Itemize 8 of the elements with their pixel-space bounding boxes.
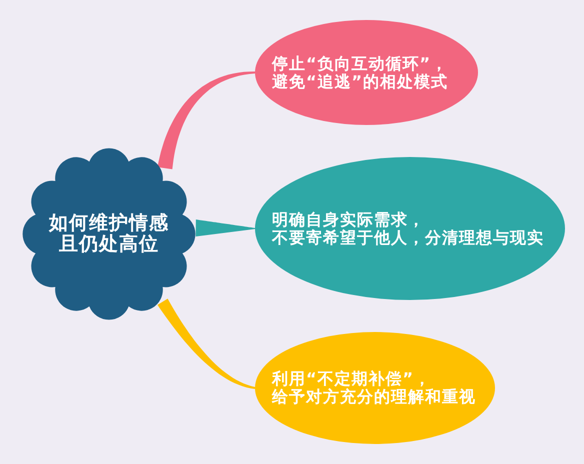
branch-connector [158,298,256,389]
node-text: 明确自身实际需求，不要寄希望于他人，分清理想与现实 [272,210,544,246]
node-text: 停止“负向互动循环”，避免“追逃”的相处模式 [272,54,448,90]
cloud-shape [22,148,196,320]
branch-connector [196,220,255,236]
node-text: 利用“不定期补偿”，给予对方充分的理解和重视 [272,370,476,406]
branch-connector [158,72,255,170]
node-text: 如何维护情感且仍处高位 [49,213,169,255]
